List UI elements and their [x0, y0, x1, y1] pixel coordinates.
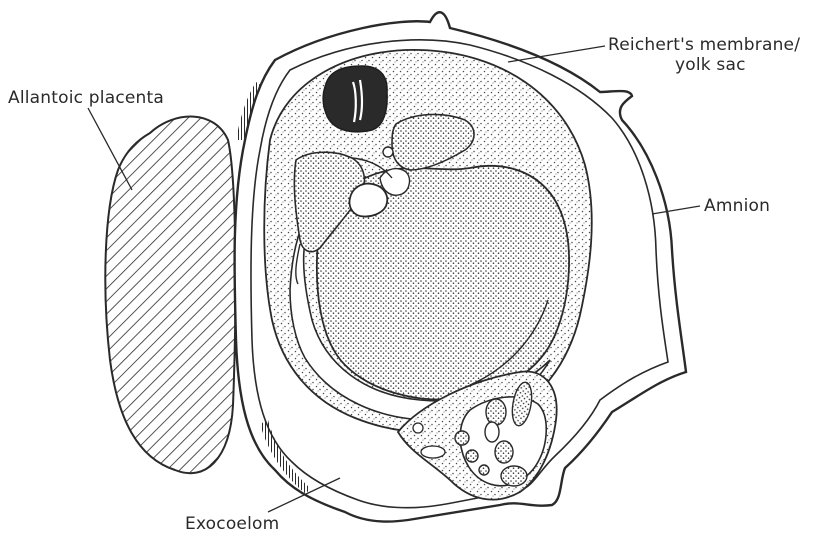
notochord — [383, 147, 393, 157]
amnion-label: Amnion — [704, 196, 770, 216]
reichert-label-line1: Reichert's membrane/ — [608, 35, 800, 55]
exocoelom-label: Exocoelom — [185, 514, 279, 534]
vessel-9 — [421, 446, 445, 458]
vessel-6 — [455, 431, 469, 445]
vessel-8 — [479, 465, 489, 475]
vessel-5 — [501, 466, 527, 486]
leader-allantoic — [88, 108, 132, 190]
vessel-4 — [495, 441, 513, 463]
dorsal-aorta — [349, 184, 387, 217]
vessel-3 — [485, 422, 499, 442]
vessel-7 — [466, 450, 478, 462]
reichert-membrane-label: Reichert's membrane/ yolk sac — [608, 35, 800, 75]
allantoic-placenta-shape — [105, 117, 235, 474]
allantoic-placenta-label: Allantoic placenta — [8, 88, 164, 108]
vessel-10 — [413, 423, 423, 433]
reichert-label-line2: yolk sac — [608, 55, 800, 75]
vessel-2 — [486, 399, 506, 425]
